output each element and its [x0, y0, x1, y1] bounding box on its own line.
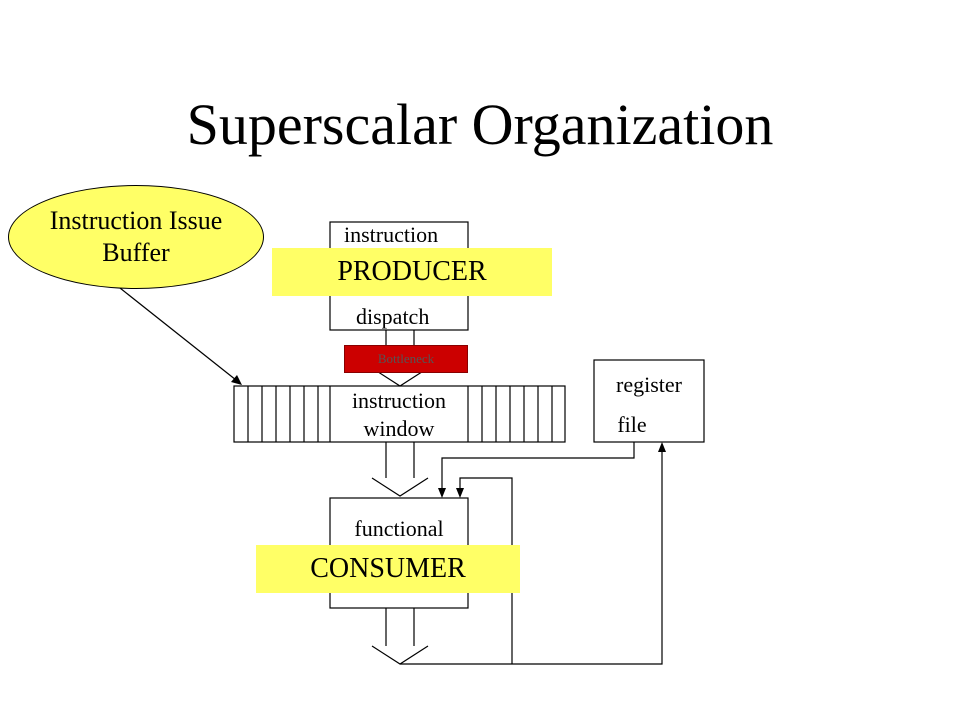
- window-to-functional-arrow: [371, 442, 429, 497]
- callout-arrowhead: [231, 375, 242, 385]
- writeback-path: [400, 450, 663, 665]
- window-label-line2: window: [363, 416, 435, 441]
- functional-label: functional: [354, 516, 444, 541]
- register-read-path: [441, 442, 635, 490]
- bypass-arrowhead: [456, 488, 464, 498]
- instruction-issue-buffer-callout: Instruction Issue Buffer: [8, 185, 264, 289]
- callout-line2: Buffer: [102, 238, 170, 267]
- slide-title: Superscalar Organization: [186, 92, 774, 157]
- dispatch-label: dispatch: [356, 304, 430, 329]
- functional-output-arrow: [371, 608, 429, 665]
- instruction-window-box: [233, 385, 566, 443]
- callout-pointer-line: [119, 287, 237, 381]
- bottleneck-label: Bottleneck: [344, 345, 468, 373]
- register-read-arrowhead: [438, 488, 446, 498]
- window-label-line1: instruction: [351, 388, 447, 413]
- fetch-label: instruction: [344, 222, 439, 247]
- register-label-line2: file: [617, 412, 647, 437]
- register-file-box: [593, 359, 705, 443]
- register-label-line1: register: [616, 372, 682, 397]
- window-slot-dividers: [247, 386, 553, 442]
- producer-banner: PRODUCER: [272, 248, 552, 296]
- callout-line1: Instruction Issue: [49, 206, 223, 235]
- writeback-arrowhead: [658, 442, 666, 452]
- consumer-banner: CONSUMER: [256, 545, 520, 593]
